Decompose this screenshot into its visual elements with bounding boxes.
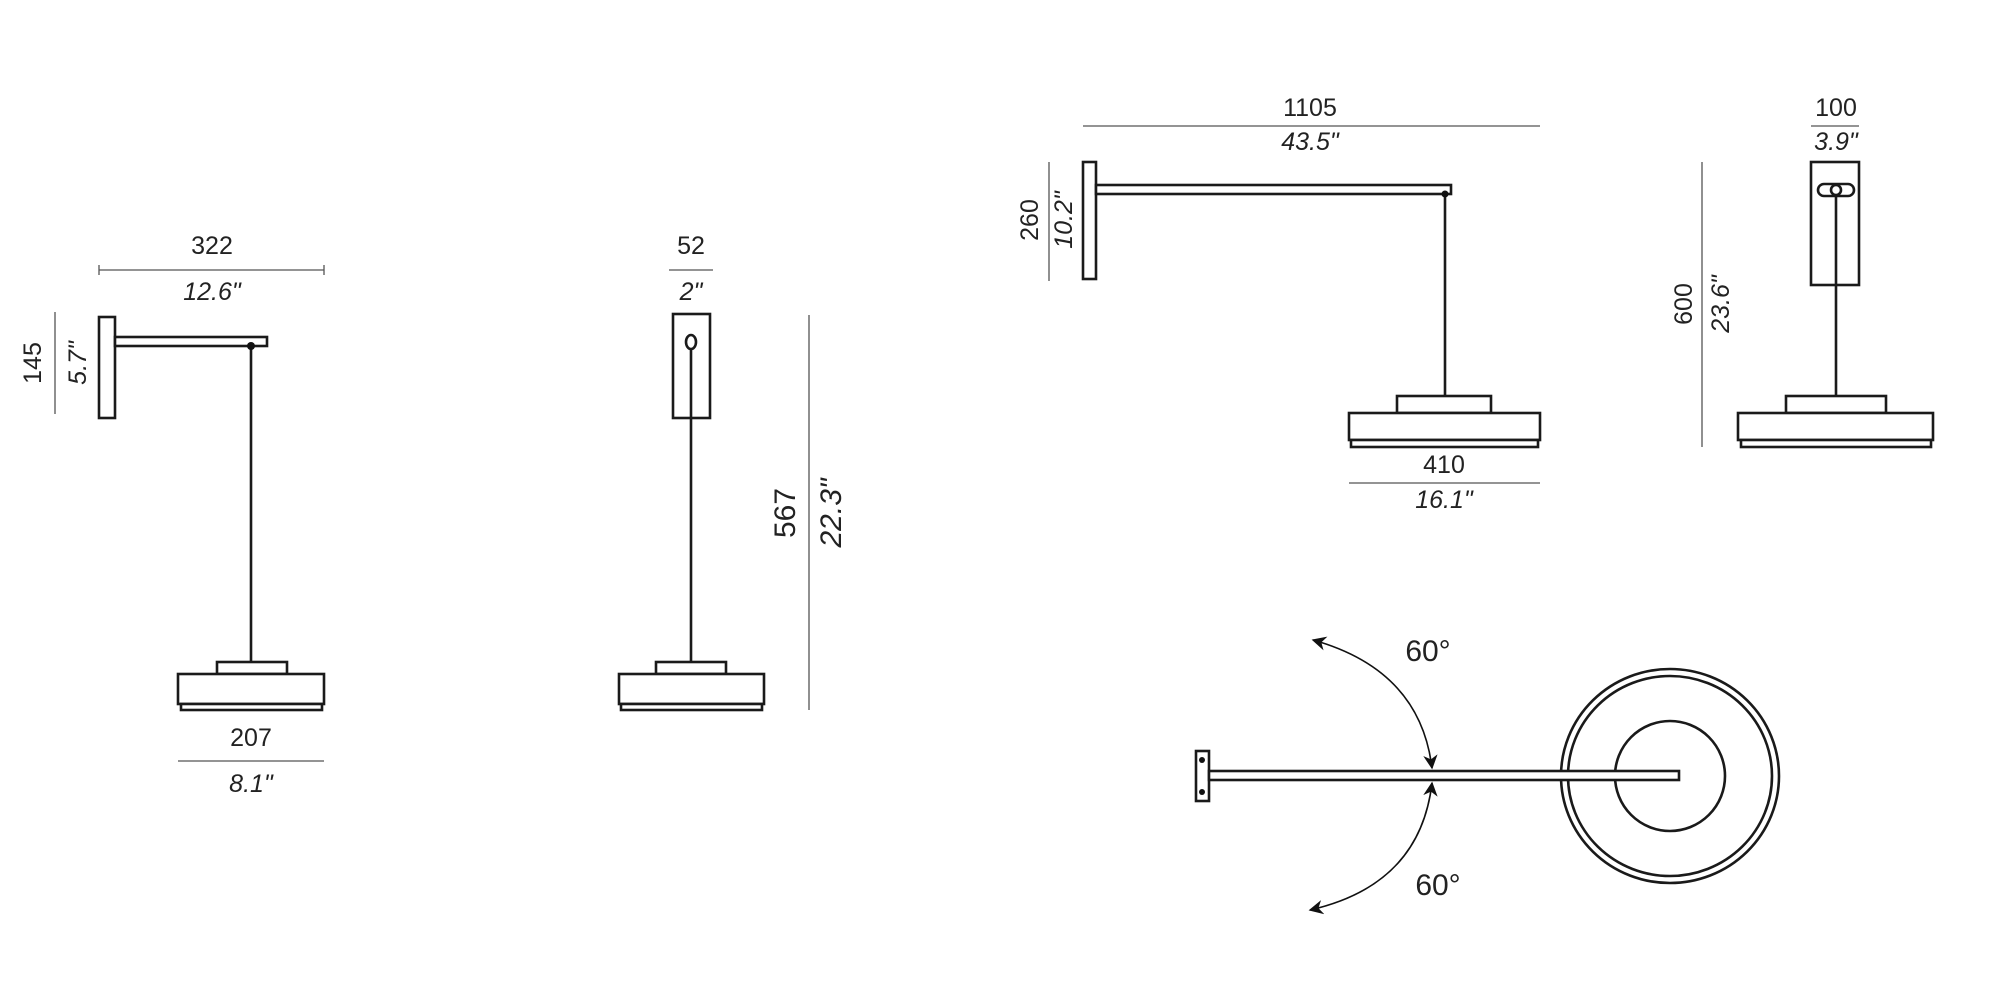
rotation-down-label: 60° bbox=[1415, 869, 1460, 902]
wall-plate bbox=[97, 315, 117, 420]
shade-mm-label: 207 bbox=[230, 724, 272, 752]
arm bbox=[1094, 183, 1453, 196]
lamp-shade bbox=[1736, 411, 1935, 442]
width-in-label: 12.6" bbox=[183, 278, 242, 306]
lamp-diffuser bbox=[179, 702, 324, 712]
height-mm-label: 567 bbox=[769, 488, 802, 538]
lamp-diffuser bbox=[619, 702, 764, 712]
height-in-label: 22.3" bbox=[815, 477, 848, 548]
width-in-label: 43.5" bbox=[1281, 128, 1340, 156]
shade-in-label: 16.1" bbox=[1415, 486, 1474, 514]
pivot-knob bbox=[684, 333, 698, 351]
lamp-shade bbox=[176, 672, 326, 706]
width-mm-label: 1105 bbox=[1283, 94, 1337, 122]
width-mm-label: 100 bbox=[1815, 94, 1857, 122]
height-in-label: 10.2" bbox=[1050, 190, 1078, 249]
front-view-small: 52 2" 567 22.3" bbox=[617, 232, 848, 712]
lamp-shade bbox=[1347, 411, 1542, 442]
height-mm-label: 600 bbox=[1670, 283, 1698, 325]
lamp-cap bbox=[215, 660, 289, 676]
width-mm-label: 52 bbox=[677, 232, 705, 260]
side-view-small: 322 12.6" 145 5.7" 207 8.1" bbox=[19, 232, 326, 798]
height-mm-label: 145 bbox=[19, 342, 47, 384]
width-mm-label: 322 bbox=[191, 232, 233, 260]
arm bbox=[113, 335, 269, 348]
arm bbox=[1207, 769, 1681, 782]
height-in-label: 23.6" bbox=[1707, 274, 1735, 334]
rotation-arrow-down-icon bbox=[1308, 781, 1438, 915]
wall-plate bbox=[1081, 160, 1098, 281]
lamp-cap bbox=[1395, 394, 1493, 415]
height-mm-label: 260 bbox=[1016, 199, 1044, 241]
shade-in-label: 8.1" bbox=[229, 770, 274, 798]
lamp-cap bbox=[1784, 394, 1888, 415]
side-view-large: 1105 43.5" 260 10.2" 410 16.1" bbox=[1016, 94, 1542, 514]
rotation-up-label: 60° bbox=[1405, 635, 1450, 668]
shade-mm-label: 410 bbox=[1423, 451, 1465, 479]
lamp-diffuser bbox=[1739, 438, 1933, 449]
width-in-label: 2" bbox=[679, 278, 704, 306]
front-view-large: 100 3.9" 600 23.6" bbox=[1670, 94, 1935, 449]
height-in-label: 5.7" bbox=[64, 340, 92, 385]
lamp-shade bbox=[617, 672, 766, 706]
rotation-arrow-up-icon bbox=[1311, 636, 1438, 770]
top-view: 60° 60° bbox=[1194, 635, 1781, 915]
width-in-label: 3.9" bbox=[1814, 128, 1859, 156]
lamp-diffuser bbox=[1349, 438, 1540, 449]
lamp-cap bbox=[654, 660, 728, 676]
